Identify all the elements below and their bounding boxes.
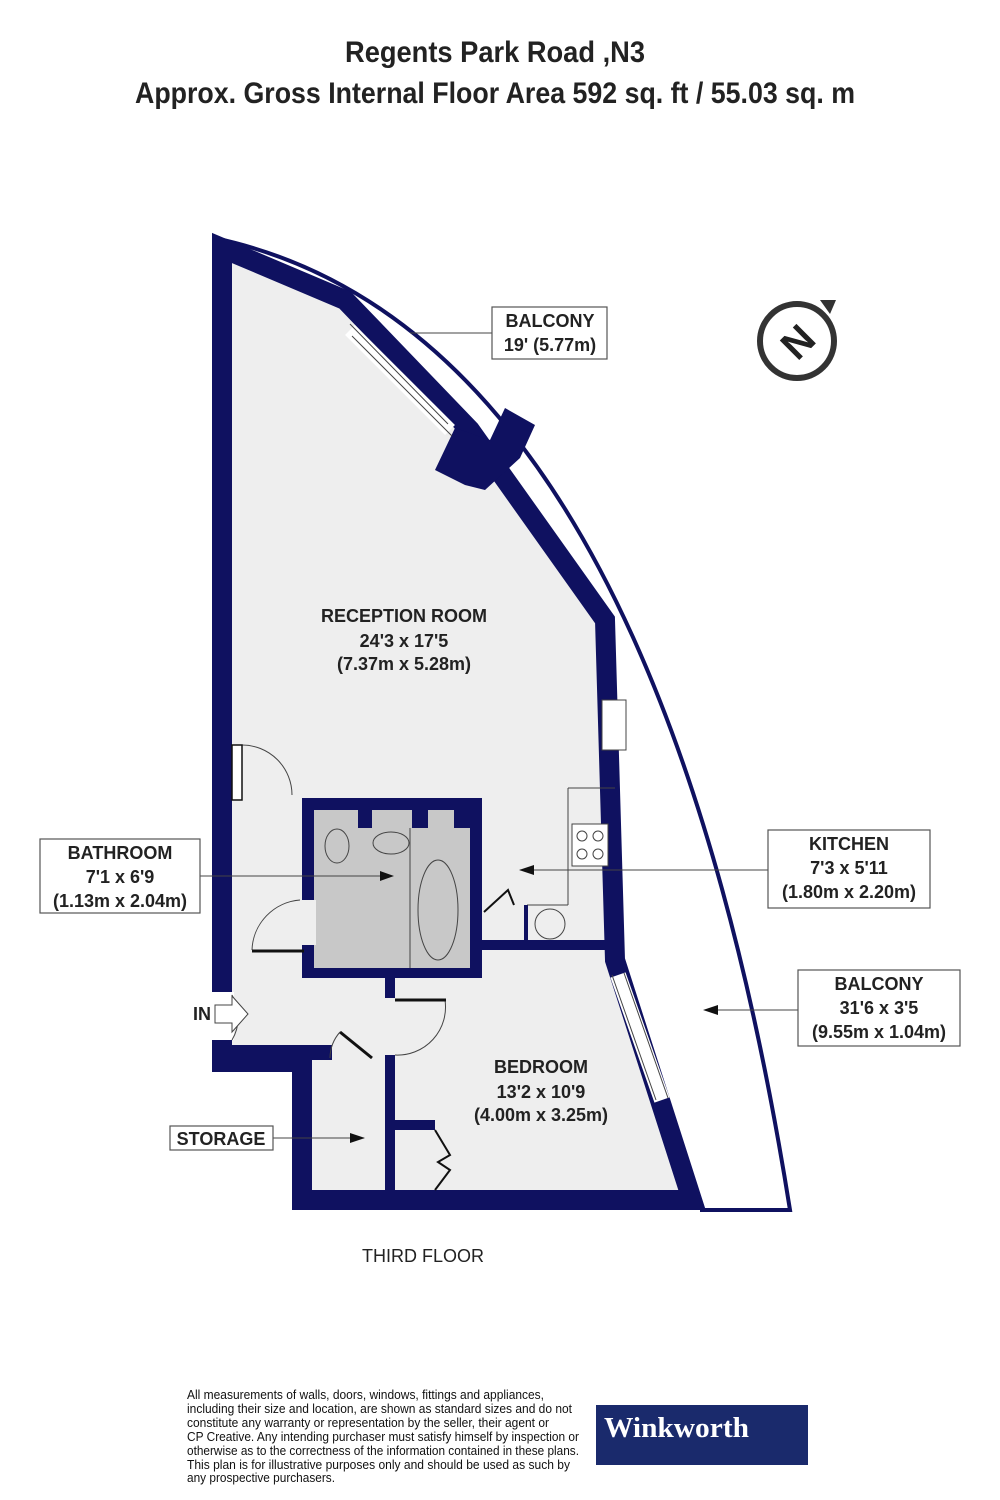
callout-storage: STORAGE [169,1125,365,1151]
balcony-top-name: BALCONY [506,311,595,331]
disclaimer-line: constitute any warranty or representatio… [187,1416,549,1430]
sink-icon [372,831,410,855]
hall-wall [222,1045,332,1060]
disclaimer-line: any prospective purchasers. [187,1471,335,1485]
bathroom-imperial: 7'1 x 6'9 [86,867,155,887]
bathroom-door-opening [300,900,316,945]
bedroom-metric: (4.00m x 3.25m) [474,1105,608,1125]
entrance-label: IN [193,1004,211,1024]
balcony-top-size: 19' (5.77m) [504,335,596,355]
wardrobe-wall [395,1120,435,1130]
storage-door-swing [329,1031,341,1059]
hob-ring-icon [576,830,588,842]
hob-ring-icon [592,848,604,860]
balcony-outline [213,236,793,1212]
entrance-arrow-icon [214,994,249,1034]
bathroom-floor [314,828,470,968]
kitchen-partition [524,905,528,945]
reception-door-swing [241,744,293,796]
callout-bathroom: BATHROOM 7'1 x 6'9 (1.13m x 2.04m) [39,838,394,914]
bedroom-imperial: 13'2 x 10'9 [497,1082,586,1102]
bedroom-label: BEDROOM 13'2 x 10'9 (4.00m x 3.25m) [474,1057,608,1125]
disclaimer-line: otherwise as to the correctness of the i… [187,1444,579,1458]
balcony-door-top [345,325,455,435]
plan-title: Regents Park Road ,N3 [345,36,645,69]
disclaimer-line: including their size and location, are s… [187,1402,573,1416]
bedroom-door-line [623,972,669,1099]
bathroom-recess [314,810,358,830]
floor-label: THIRD FLOOR [362,1246,484,1266]
pillar [435,408,535,490]
callout-balcony-right: BALCONY 31'6 x 3'5 (9.55m x 1.04m) [703,969,961,1047]
winkworth-logo: Winkworth [596,1405,808,1465]
bathroom-name: BATHROOM [68,843,173,863]
reception-room-label: RECEPTION ROOM 24'3 x 17'5 (7.37m x 5.28… [321,606,487,674]
balcony-right-metric: (9.55m x 1.04m) [812,1022,946,1042]
disclaimer-line: All measurements of walls, doors, window… [187,1388,544,1402]
toilet-icon [324,828,350,864]
bedroom-door-line [611,974,657,1101]
disclaimer: All measurements of walls, doors, window… [187,1388,579,1485]
callout-kitchen: KITCHEN 7'3 x 5'11 (1.80m x 2.20m) [519,829,931,909]
disclaimer-line: This plan is for illustrative purposes o… [187,1458,571,1472]
balcony-door-line [349,323,449,425]
bathroom-recess [428,810,454,830]
bathroom-recess [372,810,412,830]
bedroom-name: BEDROOM [494,1057,588,1077]
bathroom-door-swing [251,899,301,951]
hob-ring-icon [592,830,604,842]
balcony-right-name: BALCONY [835,974,924,994]
callout-balcony-top: BALCONY 19' (5.77m) [410,306,608,360]
kitchen-wall [482,940,614,950]
kitchen-name: KITCHEN [809,834,889,854]
kitchen-metric: (1.80m x 2.20m) [782,882,916,902]
bedroom-door-swing [394,999,447,1056]
compass-letter: N [773,317,825,369]
reception-door [231,744,243,801]
bathroom-metric: (1.13m x 2.04m) [53,891,187,911]
brand-name: Winkworth [604,1413,749,1444]
storage-name: STORAGE [177,1129,266,1149]
balcony-door-line [351,335,453,437]
storage-door [339,1030,373,1060]
hall-wall [385,978,395,998]
cupboard-door [483,888,515,913]
wardrobe-door [434,1129,452,1191]
kitchen-imperial: 7'3 x 5'11 [810,858,888,878]
hob-icon [571,823,609,867]
reception-imperial: 24'3 x 17'5 [360,631,449,651]
kitchen-sink-icon [534,908,566,940]
reception-metric: (7.37m x 5.28m) [337,654,471,674]
north-compass-icon: N [757,300,837,381]
reception-window [601,699,627,751]
balcony-right-imperial: 31'6 x 3'5 [840,998,919,1018]
plan-subtitle: Approx. Gross Internal Floor Area 592 sq… [135,77,855,110]
reception-name: RECEPTION ROOM [321,606,487,626]
storage-wall [385,1055,395,1200]
disclaimer-line: CP Creative. Any intending purchaser mus… [187,1430,579,1444]
bathtub-icon [417,859,459,961]
hob-ring-icon [576,848,588,860]
bedroom-balcony-door [610,972,670,1103]
